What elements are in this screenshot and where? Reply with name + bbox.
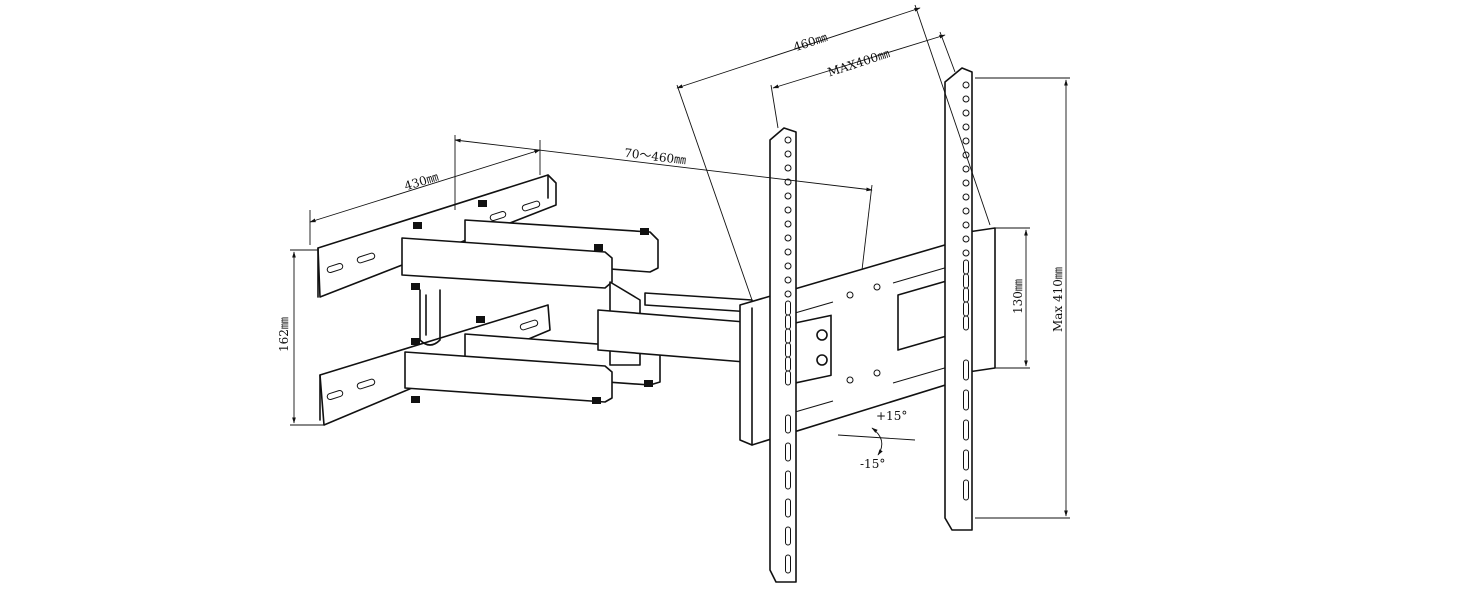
rail-hole — [784, 234, 792, 242]
rail-slot — [963, 419, 969, 441]
rail-slot — [963, 359, 969, 381]
rail-hole — [962, 179, 970, 187]
tv-interface-plate — [739, 227, 996, 446]
rail-hole — [784, 192, 792, 200]
rail-hole — [962, 151, 970, 159]
rail-hole — [962, 123, 970, 131]
rail-slot — [785, 470, 791, 490]
rail-hole — [784, 262, 792, 270]
rail-hole — [784, 290, 792, 298]
rail-slot — [785, 526, 791, 546]
rail-slot — [785, 414, 791, 434]
rail-hole — [962, 95, 970, 103]
rail-hole — [962, 81, 970, 89]
label-430: 430㎜ — [403, 170, 440, 194]
label-460: 460㎜ — [792, 30, 830, 54]
rail-hole — [963, 315, 969, 331]
rail-hole — [784, 248, 792, 256]
rail-hole — [962, 207, 970, 215]
dimension-lines — [290, 4, 1070, 519]
rail-hole — [962, 221, 970, 229]
rail-hole — [784, 206, 792, 214]
label-max410: Max 410㎜ — [1051, 267, 1065, 332]
rail-slot — [785, 442, 791, 462]
rail-hole — [962, 249, 970, 257]
label-tilt-up: +15° — [876, 409, 907, 423]
rail-hole — [785, 370, 791, 386]
rail-hole — [784, 276, 792, 284]
tilt-indicator — [837, 427, 916, 456]
label-max400: MAX400㎜ — [826, 46, 892, 79]
rail-hole — [962, 193, 970, 201]
rail-hole — [962, 235, 970, 243]
rail-hole — [784, 220, 792, 228]
rail-slot — [785, 498, 791, 518]
vertical-rails — [769, 67, 973, 583]
label-tilt-down: -15° — [860, 457, 885, 471]
double-arms — [401, 200, 761, 404]
label-162: 162㎜ — [277, 317, 291, 352]
rail-hole — [962, 137, 970, 145]
rail-slot — [963, 389, 969, 411]
rail-hole — [962, 165, 970, 173]
rail-hole — [962, 109, 970, 117]
rail-slot — [963, 479, 969, 501]
rail-slot — [963, 449, 969, 471]
label-130: 130㎜ — [1011, 279, 1025, 314]
rail-slot — [785, 554, 791, 574]
